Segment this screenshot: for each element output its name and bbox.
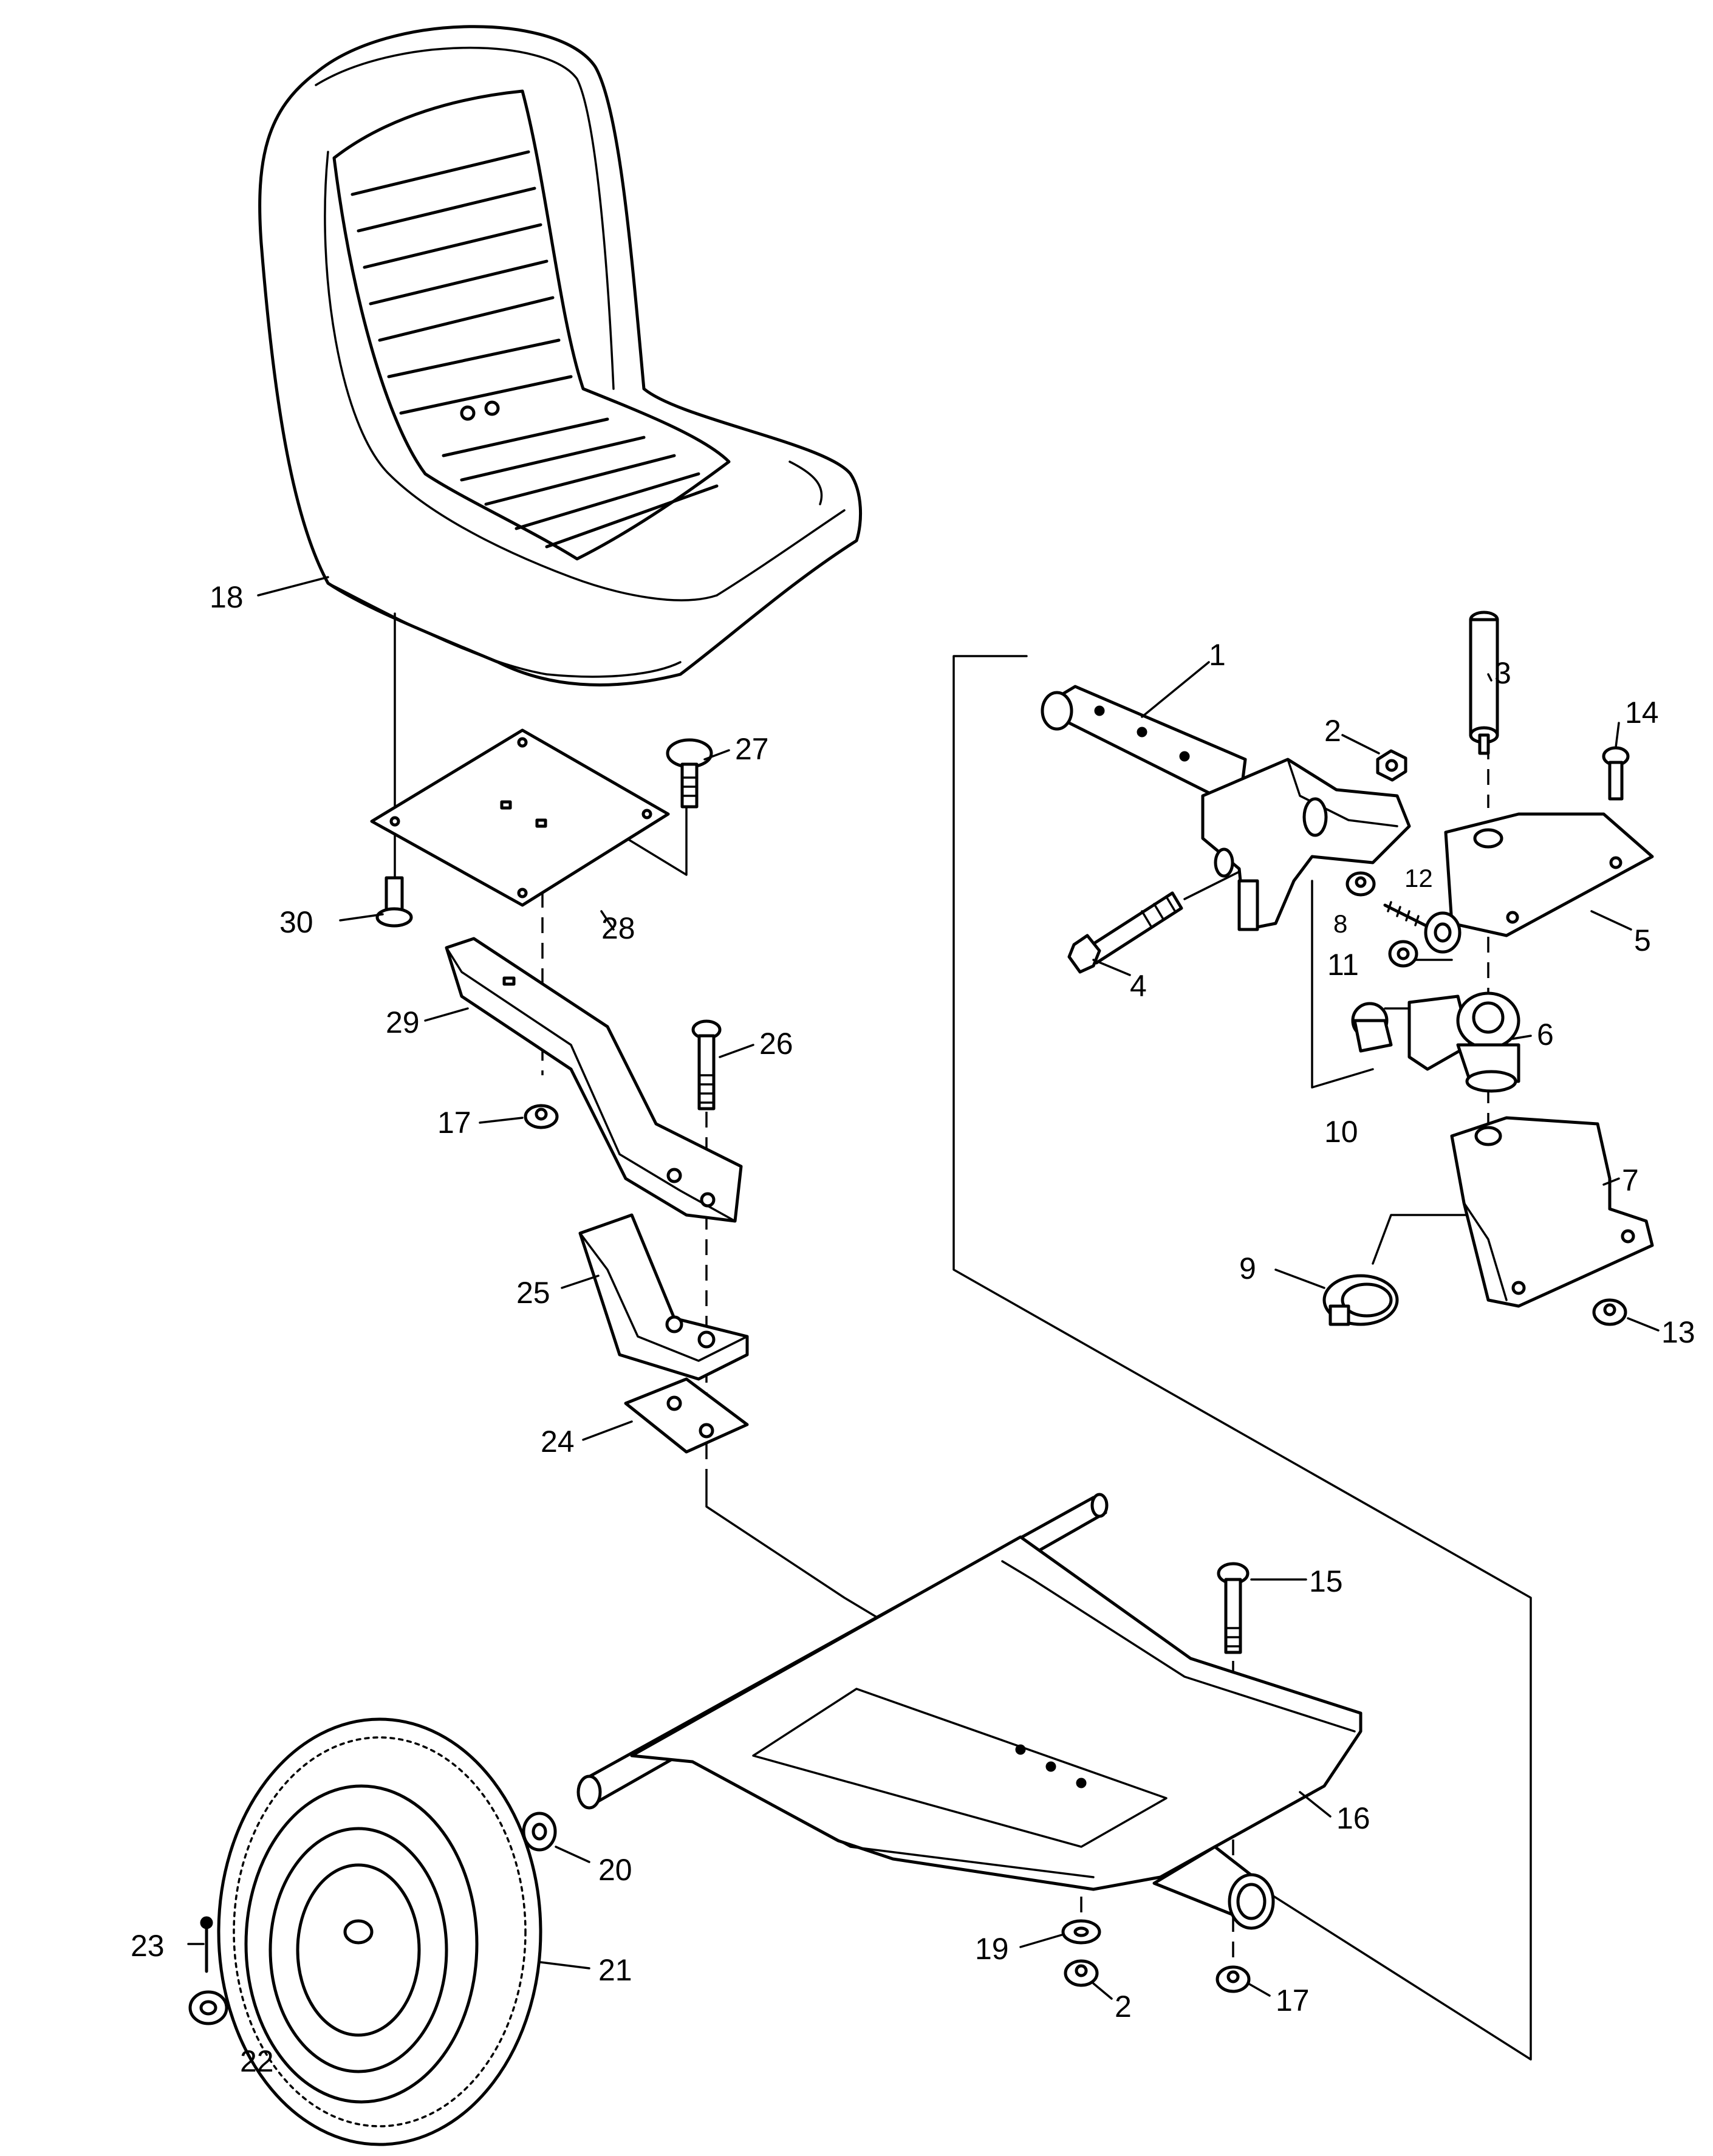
label-17-lower: 17 [1276, 1983, 1310, 2017]
cotter-pin-23 [200, 1916, 213, 1973]
bolt-14 [1602, 746, 1630, 801]
support-bracket [445, 937, 743, 1223]
washer-19 [1061, 1919, 1101, 1945]
label-27: 27 [735, 732, 769, 766]
label-18: 18 [210, 580, 244, 614]
label-19: 19 [975, 1932, 1009, 1966]
bolt-15 [1217, 1562, 1250, 1654]
clip-pin-9 [1322, 1274, 1399, 1326]
label-24: 24 [541, 1425, 575, 1459]
washer-22 [188, 1990, 228, 2025]
label-30: 30 [279, 905, 313, 939]
mount-bracket [1450, 1116, 1654, 1308]
washer-11 [1388, 940, 1418, 968]
label-20: 20 [598, 1853, 632, 1887]
bolt-26 [691, 1019, 722, 1111]
label-10: 10 [1324, 1115, 1358, 1149]
nut-17-upper [524, 1104, 559, 1129]
swivel-block [1407, 991, 1520, 1093]
label-23: 23 [131, 1929, 165, 1963]
pivot-plate [1444, 812, 1654, 937]
label-14: 14 [1625, 696, 1659, 730]
carriage-bolt-27 [666, 738, 713, 809]
label-26: 26 [759, 1027, 793, 1061]
label-16: 16 [1336, 1801, 1370, 1835]
label-3: 3 [1494, 656, 1511, 690]
label-21: 21 [598, 1953, 632, 1987]
axle-frame [576, 1493, 1363, 1930]
label-28: 28 [601, 911, 635, 945]
small-plate [624, 1377, 749, 1454]
wheel [217, 1717, 542, 2146]
assembly-boundary [952, 655, 1532, 2061]
nut-2-upper [1376, 749, 1407, 782]
label-22: 22 [240, 2044, 274, 2078]
seat-post [1041, 685, 1411, 931]
label-25: 25 [516, 1276, 550, 1310]
nut-13 [1592, 1298, 1627, 1326]
label-12: 12 [1404, 864, 1433, 892]
bushing-10 [1351, 1002, 1393, 1053]
nut-2-lower [1064, 1959, 1099, 1987]
label-15: 15 [1309, 1564, 1343, 1598]
label-2-lower: 2 [1115, 1990, 1132, 2024]
nut-8 [1345, 871, 1376, 897]
washer-20 [522, 1812, 557, 1852]
label-5: 5 [1634, 923, 1651, 957]
nut-17-lower [1216, 1965, 1251, 1993]
seat-plate [370, 728, 670, 907]
bolt-4 [1067, 891, 1183, 974]
label-8: 8 [1333, 909, 1347, 938]
label-4: 4 [1130, 969, 1147, 1003]
label-1: 1 [1209, 638, 1226, 672]
seat-ribs [350, 150, 719, 549]
seat [258, 25, 862, 686]
stud-12 [1383, 901, 1462, 954]
angle-bracket [578, 1213, 749, 1381]
label-9: 9 [1239, 1251, 1256, 1285]
label-13: 13 [1661, 1315, 1695, 1349]
callout-leaders [187, 576, 1660, 2000]
label-11: 11 [1327, 948, 1359, 982]
pin-3 [1469, 611, 1499, 755]
label-2-upper: 2 [1324, 714, 1341, 748]
bolt-30 [375, 876, 413, 928]
label-6: 6 [1537, 1018, 1554, 1052]
label-29: 29 [386, 1005, 420, 1039]
callout-numbers: 1 2 3 14 12 8 5 4 11 6 10 7 9 13 18 27 3… [131, 580, 1695, 2078]
label-7: 7 [1622, 1163, 1639, 1197]
label-17-upper: 17 [437, 1106, 471, 1140]
